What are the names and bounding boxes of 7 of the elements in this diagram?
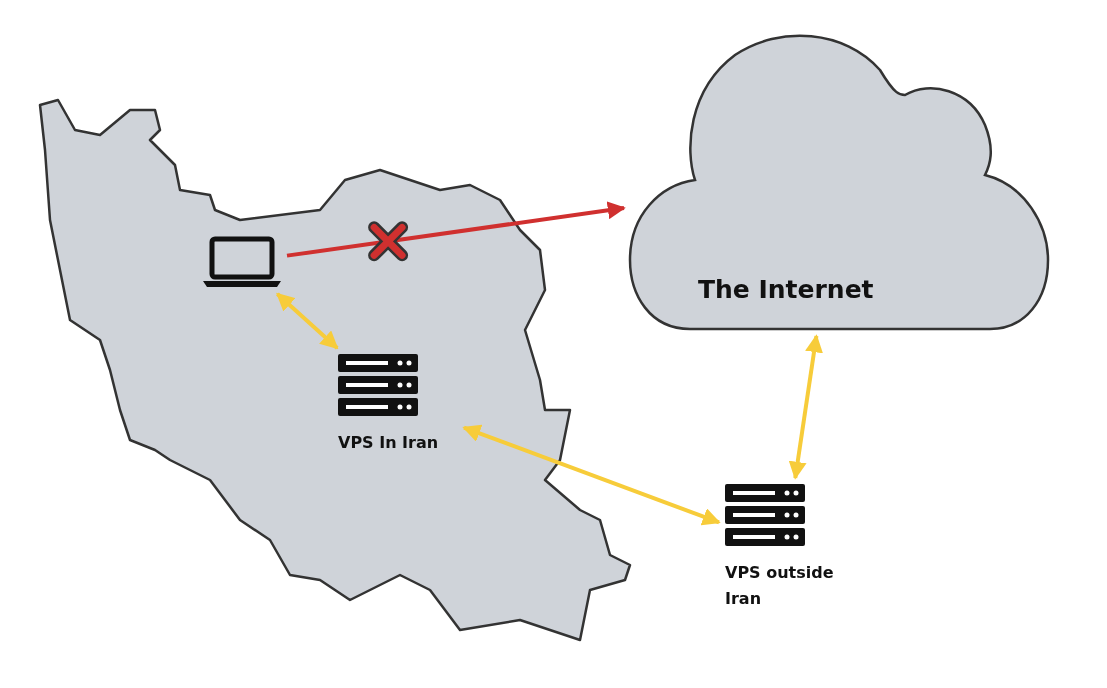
node-label: The Internet — [698, 275, 874, 304]
arrow — [286, 201, 626, 258]
node-label: VPS In Iran — [338, 432, 440, 454]
arrow — [788, 334, 823, 480]
node-label: VPS outside Iran — [725, 562, 835, 610]
arrow — [276, 292, 339, 350]
arrow — [462, 424, 721, 526]
